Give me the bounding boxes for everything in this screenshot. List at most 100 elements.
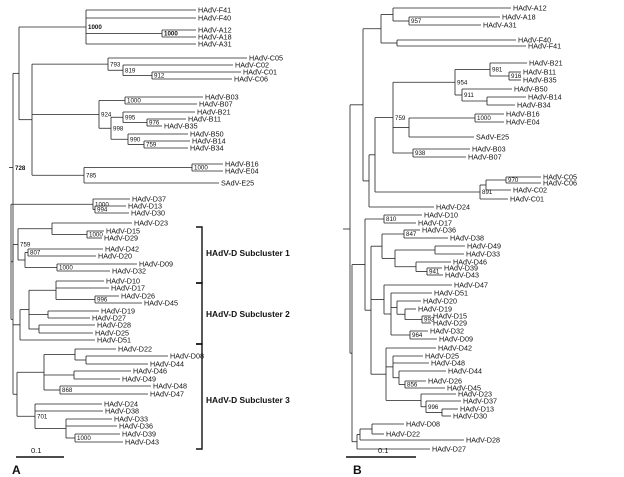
taxon-label: HAdV-D44 <box>448 367 482 376</box>
taxon-label: HAdV-D44 <box>150 360 184 369</box>
taxon-label: HAdV-D47 <box>454 281 488 290</box>
taxon-label: HAdV-D51 <box>434 289 468 298</box>
taxon-label: HAdV-A31 <box>483 21 517 30</box>
panel-a-decor: 0.1 A HAdV-D Subcluster 1 HAdV-D Subclus… <box>12 226 290 477</box>
taxon-label: HAdV-D15 <box>433 312 467 321</box>
panel-b-decor: 0.1 B <box>346 446 416 477</box>
taxon-label: HAdV-D17 <box>418 219 452 228</box>
bootstrap-value: 1000 <box>164 31 178 38</box>
taxon-label: HAdV-A18 <box>198 33 232 42</box>
taxon-label: HAdV-C02 <box>513 186 547 195</box>
taxon-label: HAdV-B14 <box>192 137 226 146</box>
bootstrap-value: 916 <box>511 73 522 80</box>
taxon-label: HAdV-D36 <box>119 422 153 431</box>
taxon-label: HAdV-D15 <box>106 227 140 236</box>
bootstrap-value: 728 <box>15 165 26 172</box>
taxon-label: HAdV-D46 <box>453 258 487 267</box>
taxon-label: HAdV-D49 <box>122 375 156 384</box>
taxon-label: HAdV-C01 <box>510 195 544 204</box>
taxon-label: HAdV-E04 <box>506 118 540 127</box>
bootstrap-value: 924 <box>101 112 112 119</box>
scale-label-a: 0.1 <box>31 446 41 455</box>
taxon-label: HAdV-A31 <box>198 40 232 49</box>
taxon-label: HAdV-D26 <box>121 292 155 301</box>
bootstrap-value: 964 <box>412 332 423 339</box>
taxon-label: HAdV-D28 <box>466 436 500 445</box>
taxon-label: HAdV-D36 <box>422 226 456 235</box>
taxon-label: HAdV-D51 <box>97 336 131 345</box>
taxon-label: HAdV-B03 <box>205 93 239 102</box>
panel-label-a: A <box>12 463 21 477</box>
taxon-label: HAdV-B50 <box>190 130 224 139</box>
bootstrap-value: 701 <box>37 413 48 420</box>
bootstrap-value: 868 <box>62 387 73 394</box>
taxon-label: HAdV-B03 <box>472 145 506 154</box>
taxon-label: SAdV-E25 <box>221 179 254 188</box>
taxon-label: HAdV-B34 <box>190 144 224 153</box>
bootstrap-value: 981 <box>492 67 503 74</box>
bootstrap-value: 1000 <box>89 232 103 239</box>
taxon-label: HAdV-D37 <box>463 397 497 406</box>
bootstrap-value: 807 <box>30 250 41 257</box>
taxon-label: HAdV-D39 <box>444 264 478 273</box>
bootstrap-value: 970 <box>508 177 519 184</box>
taxon-label: HAdV-B16 <box>225 160 259 169</box>
taxon-label: HAdV-D08 <box>406 420 440 429</box>
taxon-label: HAdV-D42 <box>438 344 472 353</box>
taxon-label: HAdV-D25 <box>425 352 459 361</box>
bootstrap-value: 994 <box>97 207 108 214</box>
taxon-label: HAdV-F41 <box>528 42 561 51</box>
taxon-label: HAdV-D22 <box>118 345 152 354</box>
bootstrap-value: 995 <box>125 114 136 121</box>
taxon-label: HAdV-C06 <box>234 75 268 84</box>
taxon-label: HAdV-D19 <box>418 305 452 314</box>
bootstrap-value: 996 <box>428 404 439 411</box>
bootstrap-value: 996 <box>97 297 108 304</box>
bootstrap-value: 911 <box>464 92 474 99</box>
panel-label-b: B <box>353 463 362 477</box>
taxon-label: HAdV-B35 <box>164 122 198 131</box>
taxon-label: HAdV-D29 <box>433 319 467 328</box>
taxon-label: HAdV-B11 <box>188 115 221 124</box>
bootstrap-value: 1000 <box>59 265 73 272</box>
taxon-label: HAdV-D10 <box>106 277 140 286</box>
taxon-label: HAdV-B35 <box>523 76 557 85</box>
taxon-label: HAdV-D24 <box>104 400 138 409</box>
bootstrap-value: 1000 <box>477 115 491 122</box>
bootstrap-value: 759 <box>20 242 31 249</box>
taxon-label: HAdV-A12 <box>198 26 232 35</box>
taxon-label: HAdV-D29 <box>104 234 138 243</box>
bootstrap-value: 1000 <box>88 24 102 31</box>
taxon-label: HAdV-B21 <box>529 59 563 68</box>
taxon-label: HAdV-D17 <box>111 284 145 293</box>
taxon-label: HAdV-D28 <box>97 321 131 330</box>
taxon-label: HAdV-C05 <box>543 173 577 182</box>
subcluster-1-bracket <box>196 226 203 284</box>
bootstrap-value: 954 <box>457 79 468 86</box>
taxon-label: HAdV-D30 <box>453 412 487 421</box>
taxon-label: HAdV-A18 <box>502 13 536 22</box>
taxon-label: HAdV-B16 <box>506 110 540 119</box>
taxon-label: HAdV-D49 <box>467 242 501 251</box>
taxon-label: HAdV-F41 <box>198 6 231 15</box>
subcluster-2-bracket <box>196 282 203 345</box>
taxon-label: HAdV-C02 <box>235 61 269 70</box>
taxon-label: HAdV-C01 <box>243 68 277 77</box>
taxon-label: HAdV-D32 <box>430 327 464 336</box>
taxon-label: HAdV-D19 <box>101 307 135 316</box>
taxon-label: HAdV-D22 <box>386 430 420 439</box>
bootstrap-value: 1000 <box>127 98 141 105</box>
taxon-label: HAdV-D13 <box>460 405 494 414</box>
taxon-label: HAdV-B50 <box>514 85 548 94</box>
taxon-label: HAdV-D10 <box>424 211 458 220</box>
taxon-label: HAdV-D27 <box>92 314 126 323</box>
tree-panel-a: HAdV-F41HAdV-F40HAdV-A12HAdV-A181000HAdV… <box>9 6 283 447</box>
bootstrap-value: 941 <box>429 269 440 276</box>
taxon-label: HAdV-A12 <box>513 4 547 13</box>
bootstrap-value: 957 <box>411 18 422 25</box>
bootstrap-value: 990 <box>130 136 141 143</box>
taxon-label: HAdV-D48 <box>153 382 187 391</box>
taxon-label: HAdV-B07 <box>199 100 233 109</box>
taxon-label: HAdV-D38 <box>450 234 484 243</box>
